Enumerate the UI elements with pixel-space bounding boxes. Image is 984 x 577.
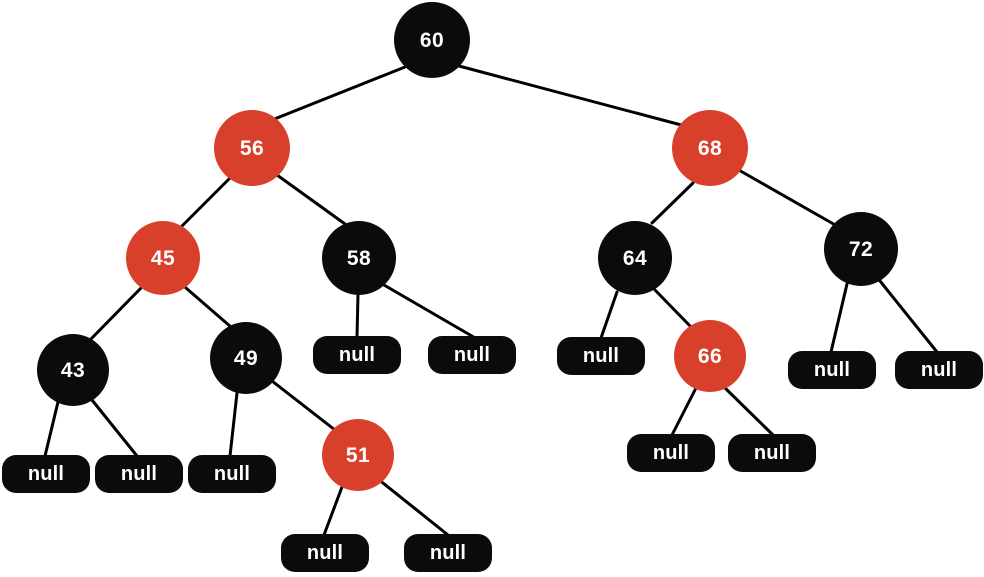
tree-edge-n45-to-n43	[89, 286, 143, 341]
tree-edge-n43-to-l43a	[43, 400, 60, 458]
tree-node-51: 51	[322, 419, 394, 491]
tree-edge-n58-to-l58a	[355, 292, 360, 339]
tree-edge-n58-to-l58b	[382, 283, 479, 341]
tree-node-56: 56	[214, 110, 290, 186]
tree-edge-n43-to-l43b	[90, 398, 139, 458]
tree-node-58: 58	[322, 221, 396, 295]
tree-leaf-null-l72b: null	[895, 351, 983, 389]
tree-edge-n45-to-n49	[184, 286, 233, 329]
tree-node-66: 66	[674, 320, 746, 392]
tree-edge-n66-to-l66b	[722, 385, 775, 437]
tree-edge-n56-to-n58	[275, 173, 347, 226]
tree-edge-n51-to-l51b	[376, 477, 450, 537]
tree-leaf-null-l72a: null	[788, 351, 876, 389]
tree-leaf-null-l51a: null	[281, 534, 369, 572]
tree-leaf-null-l43b: null	[95, 455, 183, 493]
tree-leaf-null-l43a: null	[2, 455, 90, 493]
tree-edge-n60-to-n56	[270, 65, 407, 122]
tree-node-43: 43	[37, 334, 109, 406]
tree-node-60: 60	[394, 2, 470, 78]
tree-leaf-null-l66b: null	[728, 434, 816, 472]
tree-leaf-null-l58b: null	[428, 336, 516, 374]
tree-leaf-null-l64a: null	[557, 337, 645, 375]
tree-edge-n49-to-n51	[270, 379, 337, 432]
tree-edge-n51-to-l51a	[322, 485, 344, 537]
tree-edge-n66-to-l66a	[670, 386, 698, 437]
tree-leaf-null-l49a: null	[188, 455, 276, 493]
tree-edge-n49-to-l49a	[228, 391, 239, 458]
tree-node-64: 64	[598, 221, 672, 295]
tree-edge-n64-to-n66	[653, 288, 694, 330]
tree-edge-n68-to-n72	[735, 167, 839, 228]
tree-edge-n56-to-n45	[180, 176, 232, 228]
tree-edge-n68-to-n64	[650, 181, 695, 225]
tree-node-49: 49	[210, 322, 282, 394]
tree-node-68: 68	[672, 110, 748, 186]
tree-leaf-null-l66a: null	[627, 434, 715, 472]
tree-leaf-null-l51b: null	[404, 534, 492, 572]
tree-edge-n64-to-l64a	[599, 290, 619, 340]
tree-leaf-null-l58a: null	[313, 336, 401, 374]
tree-edge-n72-to-l72b	[878, 279, 939, 354]
tree-node-72: 72	[824, 212, 898, 286]
tree-node-45: 45	[126, 221, 200, 295]
tree-edge-n72-to-l72a	[829, 282, 849, 354]
tree-edge-n60-to-n68	[457, 64, 687, 128]
